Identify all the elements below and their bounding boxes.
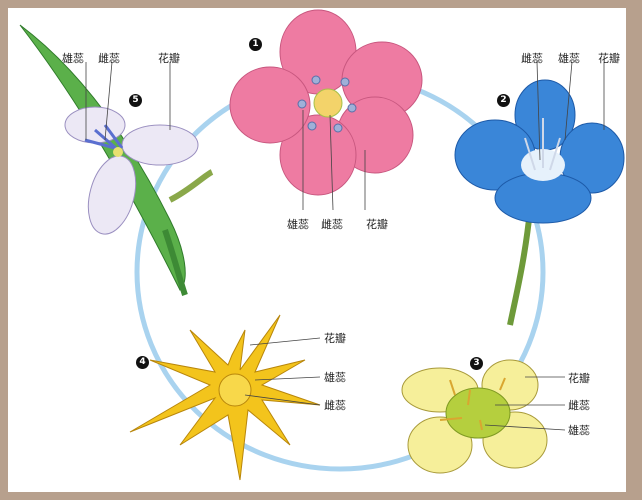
flower-1-drawing	[229, 9, 423, 196]
flower-4-stamen-label: 雄蕊	[324, 371, 346, 384]
flower-1-pistil-label: 雌蕊	[321, 218, 343, 231]
flower-5-stamen-label: 雄蕊	[62, 52, 84, 65]
flower-2-petal-label: 花瓣	[598, 52, 620, 65]
flower-2-pistil-label: 雌蕊	[521, 52, 543, 65]
flower-3-stamen-label: 雄蕊	[568, 424, 590, 437]
diagram-canvas: 5 雄蕊 雌蕊 花瓣 1 雄蕊 雌蕊 花瓣 2 雌蕊 雄蕊 花瓣 4 花瓣 雄蕊…	[8, 8, 626, 492]
flower-4-petal-label: 花瓣	[324, 332, 346, 345]
flower-2-drawing	[454, 79, 625, 326]
flower-4-drawing	[129, 314, 321, 481]
flower-4-pistil-label: 雌蕊	[324, 399, 346, 412]
flower-1-stamen-label: 雄蕊	[287, 218, 309, 231]
flower-1-number: 1	[249, 38, 262, 51]
flower-4-number: 4	[136, 356, 149, 369]
flower-3-pistil-label: 雌蕊	[568, 399, 590, 412]
flower-5-pistil-label: 雌蕊	[98, 52, 120, 65]
flower-1-petal-label: 花瓣	[366, 218, 388, 231]
flower-illustration	[19, 9, 625, 481]
flower-3-petal-label: 花瓣	[568, 372, 590, 385]
flower-3-number: 3	[470, 357, 483, 370]
flower-5-petal-label: 花瓣	[158, 52, 180, 65]
flower-2-stamen-label: 雄蕊	[558, 52, 580, 65]
flower-5-drawing	[19, 24, 214, 296]
flower-5-number: 5	[129, 94, 142, 107]
flower-2-number: 2	[497, 94, 510, 107]
